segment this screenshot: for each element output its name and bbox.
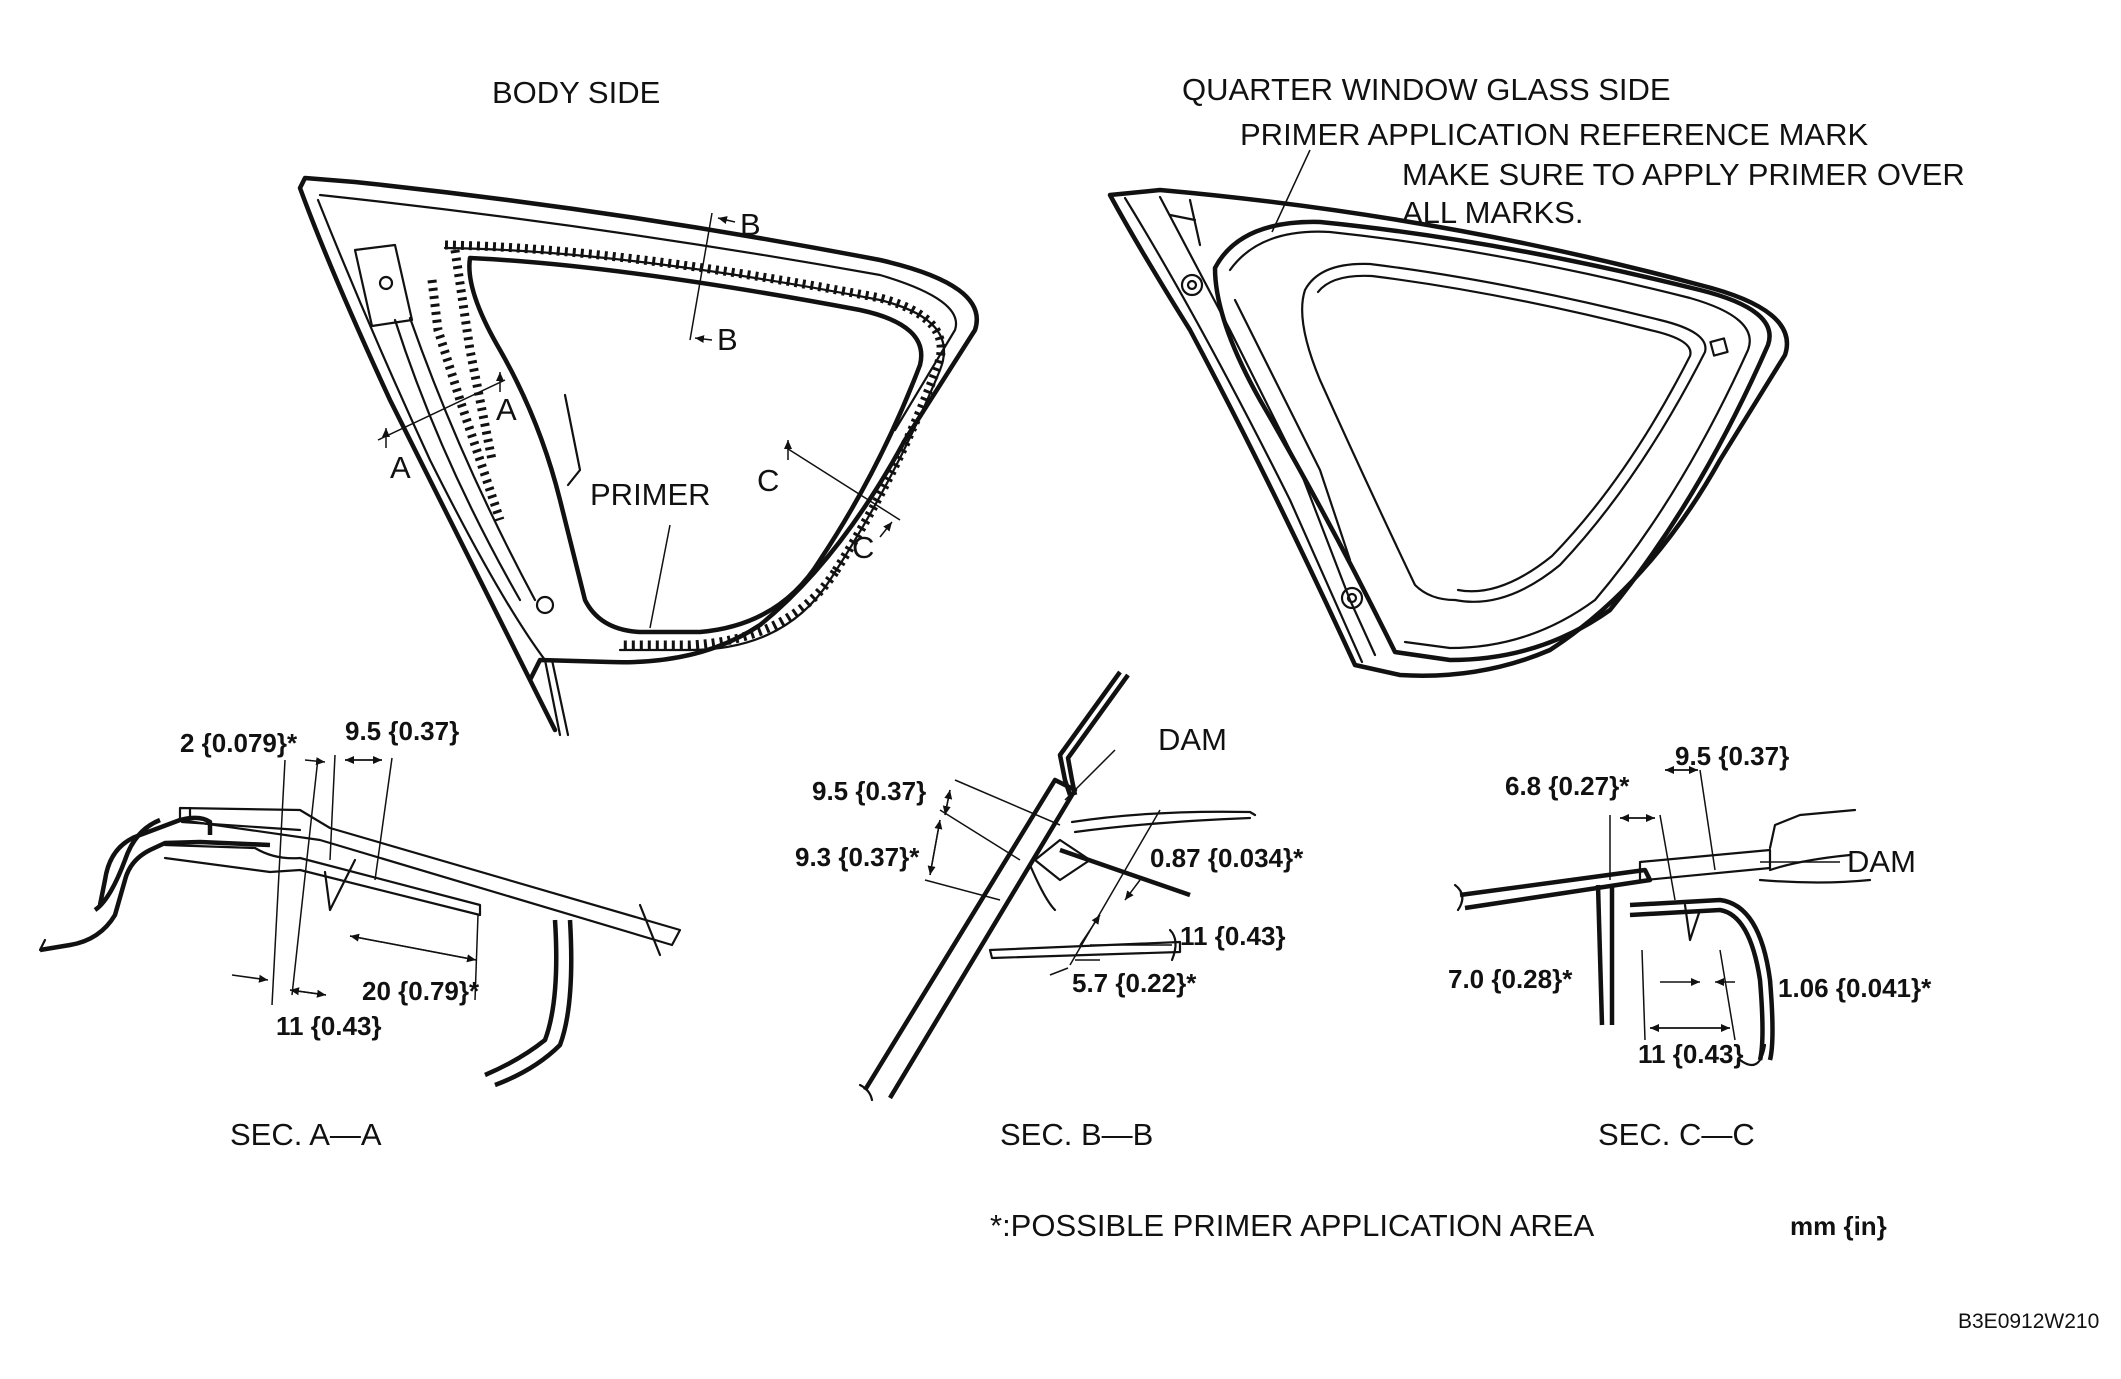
- section-mark-a-lower: A: [390, 450, 411, 485]
- sec-c-title: SEC. C—C: [1598, 1117, 1755, 1152]
- section-c-drawing: [1453, 766, 1872, 1067]
- sec-c-dim-11: 11 {0.43}: [1638, 1039, 1744, 1069]
- sec-c-dim-6-8: 6.8 {0.27}*: [1505, 771, 1630, 801]
- section-mark-c-lower: C: [852, 530, 874, 565]
- sec-b-dim-11: 11 {0.43}: [1180, 921, 1286, 951]
- sec-b-dim-5-7: 5.7 {0.22}*: [1072, 968, 1197, 998]
- sec-b-dam-label: DAM: [1158, 722, 1227, 757]
- units-label: mm {in}: [1790, 1211, 1887, 1241]
- sec-a-title: SEC. A—A: [230, 1117, 382, 1152]
- sec-a-dim-20: 20 {0.79}*: [362, 976, 480, 1006]
- figure-code: B3E0912W210: [1958, 1310, 2099, 1333]
- sec-c-dim-1-06: 1.06 {0.041}*: [1778, 973, 1932, 1003]
- body-side-drawing: [297, 175, 979, 737]
- sec-b-dim-9-5: 9.5 {0.37}: [812, 776, 926, 806]
- body-side-title: BODY SIDE: [492, 75, 660, 110]
- section-a-drawing: [38, 754, 682, 1088]
- sec-a-dim-2: 2 {0.079}*: [180, 728, 298, 758]
- section-b-drawing: [858, 670, 1257, 1102]
- primer-label: PRIMER: [590, 477, 711, 512]
- sec-c-dam-label: DAM: [1847, 844, 1916, 879]
- sec-b-title: SEC. B—B: [1000, 1117, 1153, 1152]
- section-mark-a-upper: A: [496, 392, 517, 427]
- section-mark-c-upper: C: [757, 463, 779, 498]
- sec-a-dim-11: 11 {0.43}: [276, 1011, 382, 1041]
- section-mark-b-upper: B: [740, 207, 761, 242]
- glass-side-title: QUARTER WINDOW GLASS SIDE: [1182, 72, 1671, 107]
- sec-b-dim-9-3: 9.3 {0.37}*: [795, 842, 920, 872]
- primer-note-line1: MAKE SURE TO APPLY PRIMER OVER: [1402, 157, 1965, 192]
- sec-c-dim-7-0: 7.0 {0.28}*: [1448, 964, 1573, 994]
- primer-note-line2: ALL MARKS.: [1402, 195, 1583, 230]
- section-mark-b-lower: B: [717, 322, 738, 357]
- sec-b-dim-0-87: 0.87 {0.034}*: [1150, 843, 1304, 873]
- reference-mark-label: PRIMER APPLICATION REFERENCE MARK: [1240, 117, 1868, 152]
- glass-side-drawing: [1107, 149, 1790, 678]
- sec-c-dim-9-5: 9.5 {0.37}: [1675, 741, 1789, 771]
- sec-a-dim-9-5: 9.5 {0.37}: [345, 716, 459, 746]
- legend-note: *:POSSIBLE PRIMER APPLICATION AREA: [990, 1208, 1594, 1243]
